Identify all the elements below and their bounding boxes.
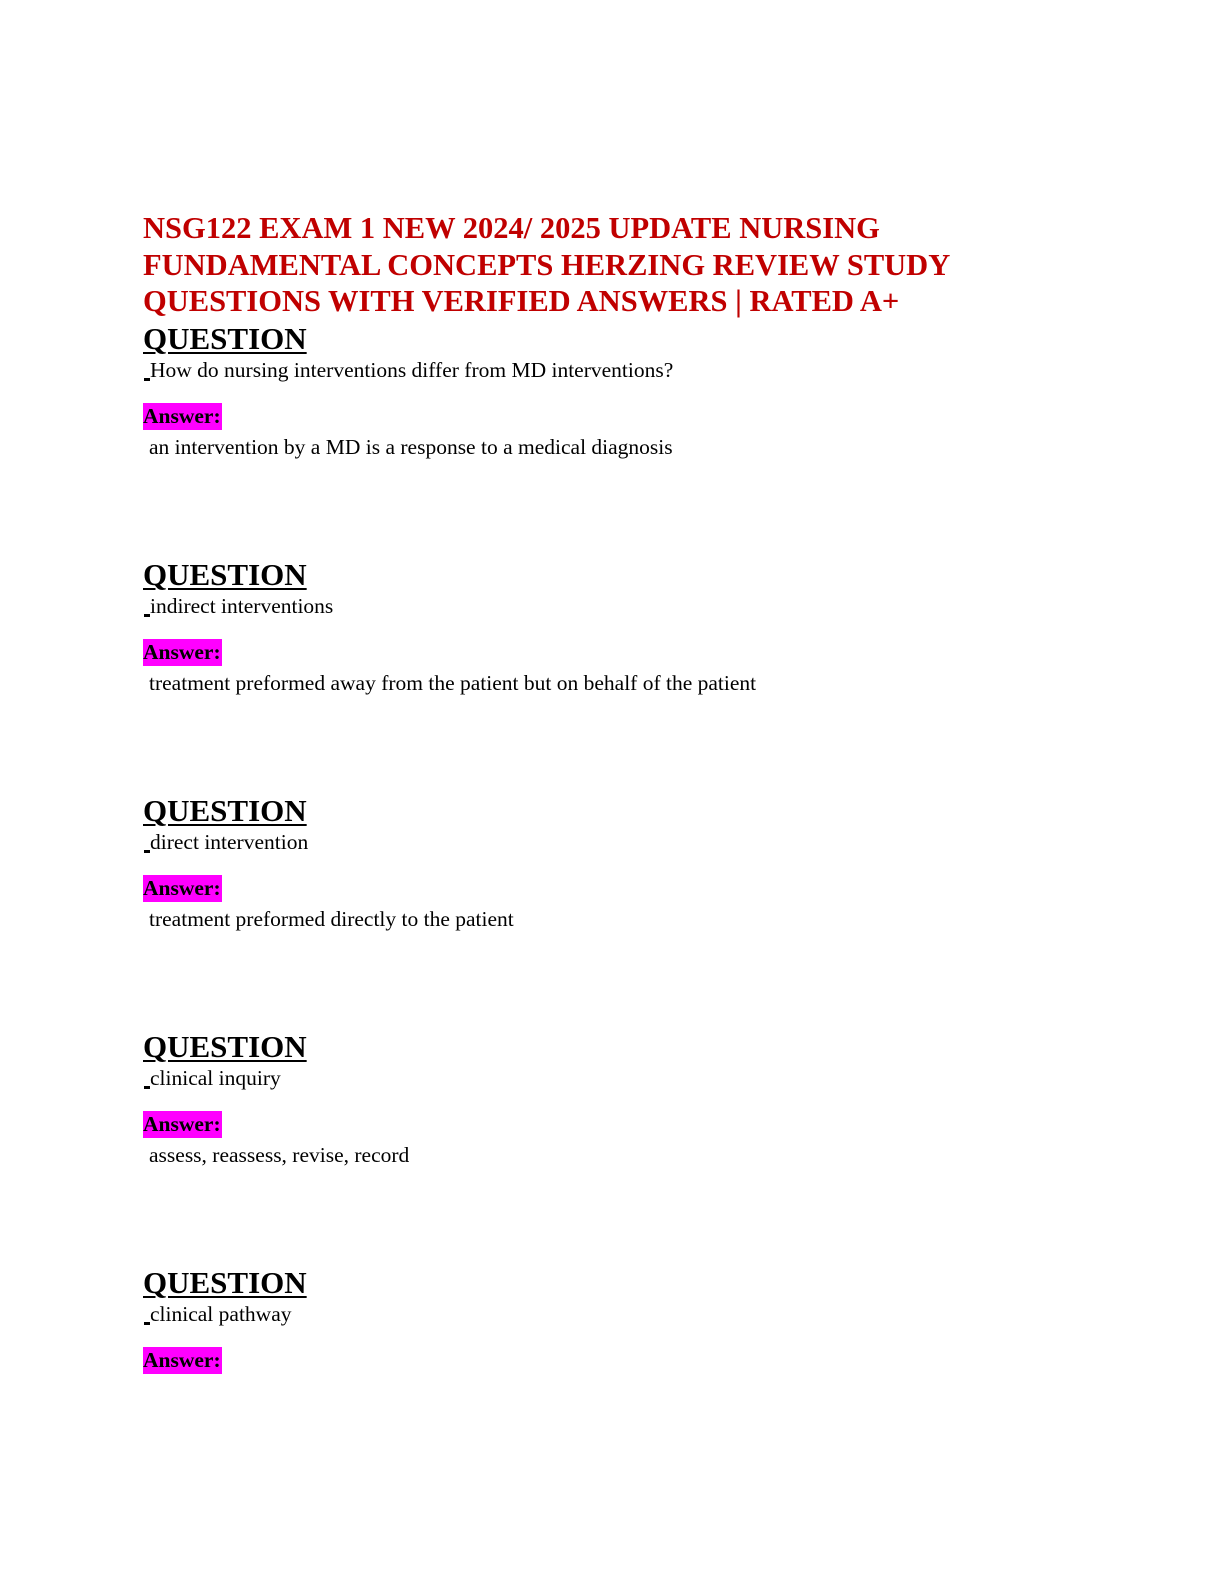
question-heading: QUESTION [143,321,307,356]
bullet-marker [144,378,150,381]
question-text-content: direct intervention [150,830,309,854]
qa-item: QUESTION clinical inquiry Answer: assess… [143,1029,1043,1168]
question-text: indirect interventions [143,593,1043,619]
qa-item: QUESTION clinical pathway Answer: [143,1265,1043,1374]
question-text: How do nursing interventions differ from… [143,357,1043,383]
qa-item: QUESTION How do nursing interventions di… [143,321,1043,460]
question-text: clinical pathway [143,1301,1043,1327]
answer-label: Answer: [143,875,222,902]
question-text-content: clinical pathway [150,1302,292,1326]
answer-text: an intervention by a MD is a response to… [149,435,673,459]
question-text-content: How do nursing interventions differ from… [150,358,674,382]
question-heading: QUESTION [143,1265,307,1300]
answer-label: Answer: [143,1111,222,1138]
question-heading: QUESTION [143,557,307,592]
question-text: clinical inquiry [143,1065,1043,1091]
question-text-content: clinical inquiry [150,1066,281,1090]
answer-text: treatment preformed away from the patien… [149,671,757,695]
answer-label: Answer: [143,403,222,430]
qa-item: QUESTION indirect interventions Answer: … [143,557,1043,696]
question-text: direct intervention [143,829,1043,855]
question-text-content: indirect interventions [150,594,334,618]
answer-label: Answer: [143,639,222,666]
bullet-marker [144,1086,150,1089]
bullet-marker [144,850,150,853]
question-heading: QUESTION [143,1029,307,1064]
bullet-marker [144,1322,150,1325]
question-heading: QUESTION [143,793,307,828]
answer-label: Answer: [143,1347,222,1374]
bullet-marker [144,614,150,617]
answer-text: treatment preformed directly to the pati… [149,907,514,931]
document-title: NSG122 EXAM 1 NEW 2024/ 2025 UPDATE NURS… [143,211,950,318]
answer-text: assess, reassess, revise, record [149,1143,410,1167]
qa-item: QUESTION direct intervention Answer: tre… [143,793,1043,932]
